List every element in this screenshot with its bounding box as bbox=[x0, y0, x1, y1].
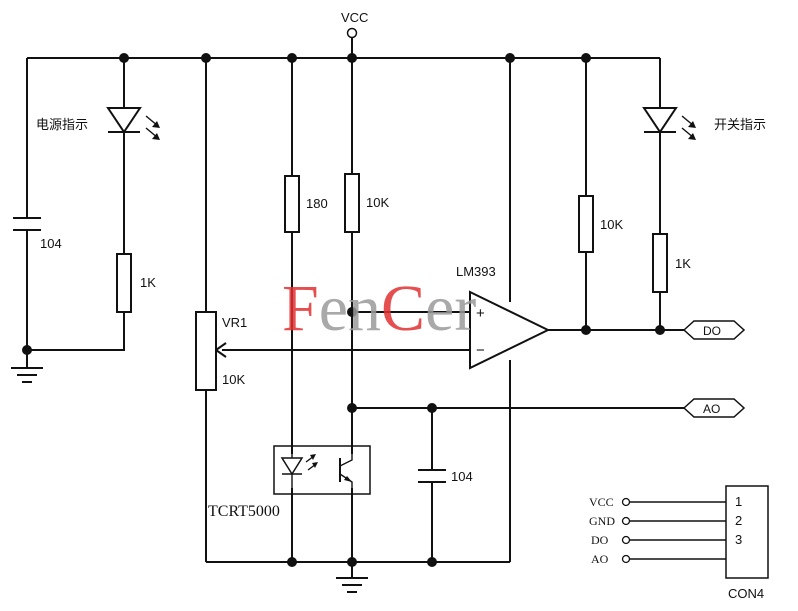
vcc-label: VCC bbox=[341, 10, 368, 25]
junction-dot bbox=[581, 53, 591, 63]
connector-pin-terminal bbox=[621, 516, 631, 526]
capacitor-right bbox=[418, 469, 446, 483]
junction-dot bbox=[581, 325, 591, 335]
resistor-led-left-value: 1K bbox=[140, 275, 156, 290]
comparator-label: LM393 bbox=[456, 264, 496, 279]
potentiometer bbox=[195, 311, 227, 391]
comparator-lm393: + − bbox=[469, 290, 551, 370]
resistor-10k-right bbox=[578, 195, 594, 253]
connector-pin-name: AO bbox=[591, 552, 609, 566]
junction-dot bbox=[201, 53, 211, 63]
connector-pin-number: 3 bbox=[735, 532, 742, 547]
output-tag-do-label: DO bbox=[703, 324, 721, 338]
connector-pin-terminal bbox=[621, 535, 631, 545]
junction-dot bbox=[505, 53, 515, 63]
resistor-led-right-value: 1K bbox=[675, 256, 691, 271]
potentiometer-value: 10K bbox=[222, 372, 245, 387]
tcrt5000-label: TCRT5000 bbox=[208, 503, 280, 520]
switch-led bbox=[642, 107, 696, 140]
connector-pin-name: GND bbox=[589, 514, 615, 528]
junction-dot bbox=[347, 557, 357, 567]
resistor-led-left bbox=[116, 253, 132, 313]
junction-dot bbox=[119, 53, 129, 63]
resistor-10k-right-value: 10K bbox=[600, 217, 623, 232]
resistor-led-right bbox=[652, 233, 668, 293]
junction-dot bbox=[655, 325, 665, 335]
junction-dot bbox=[347, 403, 357, 413]
switch-led-label: 开关指示 bbox=[714, 118, 766, 133]
output-tag-do: DO bbox=[682, 320, 746, 340]
junction-dot bbox=[347, 53, 357, 63]
capacitor-left bbox=[13, 217, 41, 231]
output-tag-ao-label: AO bbox=[703, 402, 720, 416]
capacitor-right-value: 104 bbox=[451, 469, 473, 484]
resistor-10k-mid-value: 10K bbox=[366, 195, 389, 210]
capacitor-left-value: 104 bbox=[40, 236, 62, 251]
power-led-label: 电源指示 bbox=[36, 118, 88, 133]
watermark-part: F bbox=[282, 272, 319, 345]
ground-symbol-bottom bbox=[336, 577, 368, 593]
tcrt5000-sensor bbox=[273, 445, 371, 495]
junction-dot bbox=[347, 307, 357, 317]
junction-dot bbox=[287, 557, 297, 567]
watermark-part: en bbox=[319, 272, 381, 345]
connector-pin-number: 2 bbox=[735, 513, 742, 528]
watermark-part: C bbox=[381, 272, 425, 345]
potentiometer-name: VR1 bbox=[222, 315, 247, 330]
junction-dot bbox=[22, 345, 32, 355]
comparator-minus: − bbox=[476, 342, 485, 359]
comparator-plus: + bbox=[476, 305, 485, 322]
junction-dot bbox=[427, 557, 437, 567]
connector-pin-number: 1 bbox=[735, 494, 742, 509]
resistor-180 bbox=[284, 175, 300, 233]
connector-pin-terminal bbox=[621, 554, 631, 564]
junction-dots bbox=[22, 53, 665, 567]
connector-pin-terminal bbox=[621, 497, 631, 507]
vcc-terminal bbox=[346, 27, 358, 39]
junction-dot bbox=[287, 53, 297, 63]
watermark-part: er bbox=[425, 272, 476, 345]
connector-pin-name: VCC bbox=[589, 495, 614, 509]
wires bbox=[26, 38, 684, 578]
connector-con4 bbox=[621, 485, 769, 579]
ground-symbol-left bbox=[11, 367, 43, 383]
watermark: FenCer bbox=[282, 272, 476, 345]
junction-dot bbox=[427, 403, 437, 413]
resistor-10k-mid bbox=[344, 173, 360, 233]
connector-pin-name: DO bbox=[591, 533, 609, 547]
resistor-180-value: 180 bbox=[306, 196, 328, 211]
output-tag-ao: AO bbox=[682, 398, 746, 418]
power-led bbox=[106, 107, 160, 140]
connector-label: CON4 bbox=[728, 586, 764, 601]
